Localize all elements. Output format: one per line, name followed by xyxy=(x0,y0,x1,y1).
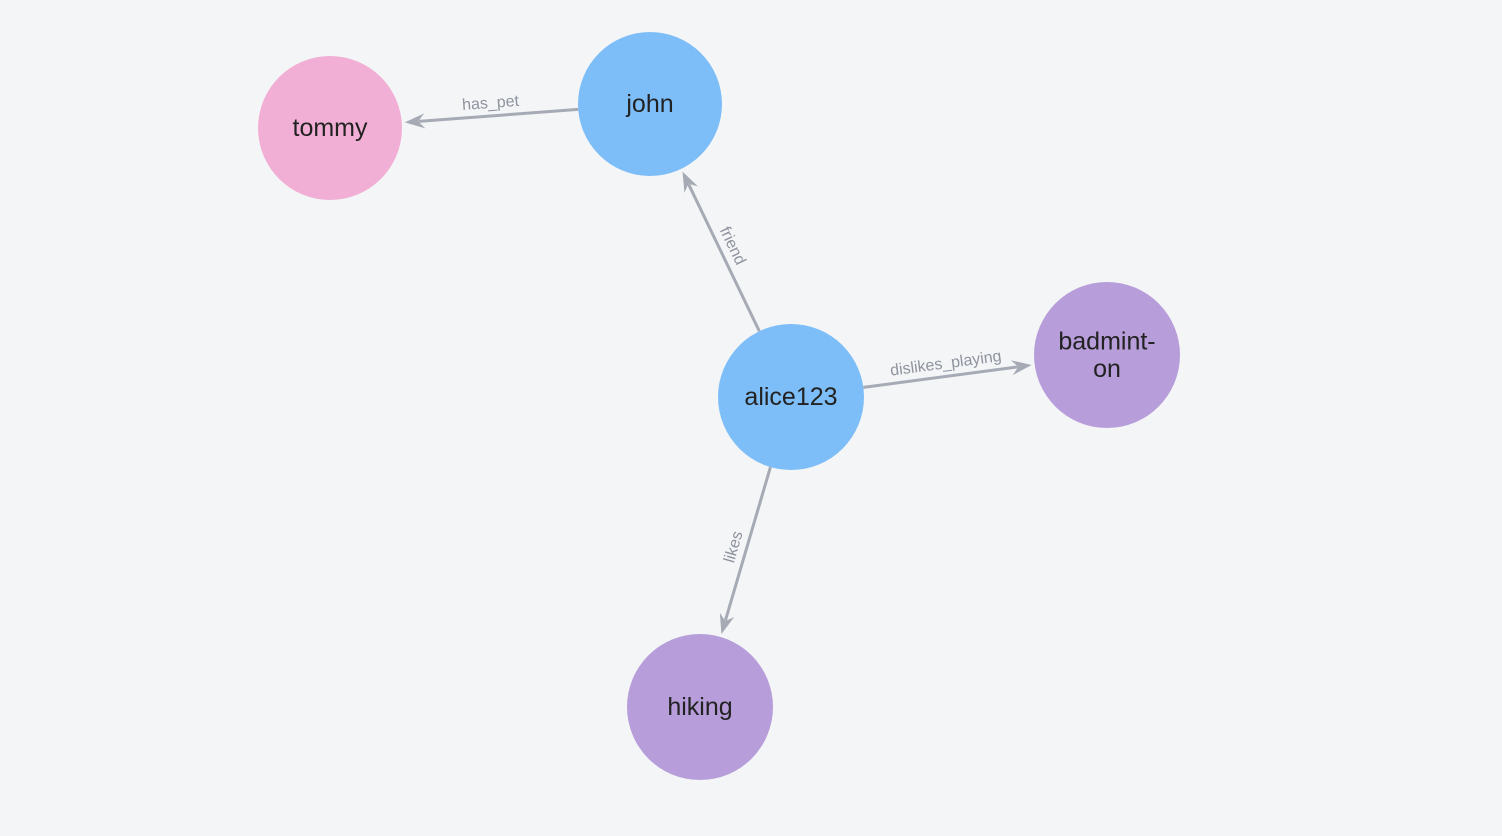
edge-line[interactable] xyxy=(418,107,579,123)
edge-arrowhead-icon xyxy=(404,113,426,129)
graph-node-hiking[interactable]: hiking xyxy=(627,634,773,780)
node-circle[interactable] xyxy=(1034,282,1180,428)
graph-edge-dislikes_playing[interactable]: dislikes_playing xyxy=(863,348,1032,389)
node-circle[interactable] xyxy=(578,32,722,176)
edge-label: dislikes_playing xyxy=(889,348,1002,380)
edge-arrowhead-icon xyxy=(719,612,735,635)
edge-label: has_pet xyxy=(462,93,521,114)
edge-line[interactable] xyxy=(687,183,761,332)
graph-edge-likes[interactable]: likes xyxy=(719,466,772,635)
graph-edge-friend[interactable]: friend xyxy=(682,171,761,332)
edge-line[interactable] xyxy=(863,365,1018,389)
graph-node-alice123[interactable]: alice123 xyxy=(718,324,864,470)
edge-line[interactable] xyxy=(723,466,772,622)
edge-label: friend xyxy=(716,224,749,267)
graph-node-tommy[interactable]: tommy xyxy=(258,56,402,200)
graph-node-badminton[interactable]: badmint-on xyxy=(1034,282,1180,428)
node-circle[interactable] xyxy=(258,56,402,200)
edge-arrowhead-icon xyxy=(682,171,698,193)
graph-node-john[interactable]: john xyxy=(578,32,722,176)
graph-edge-has_pet[interactable]: has_pet xyxy=(404,93,579,129)
edge-arrowhead-icon xyxy=(1010,360,1032,376)
node-circle[interactable] xyxy=(718,324,864,470)
node-circle[interactable] xyxy=(627,634,773,780)
